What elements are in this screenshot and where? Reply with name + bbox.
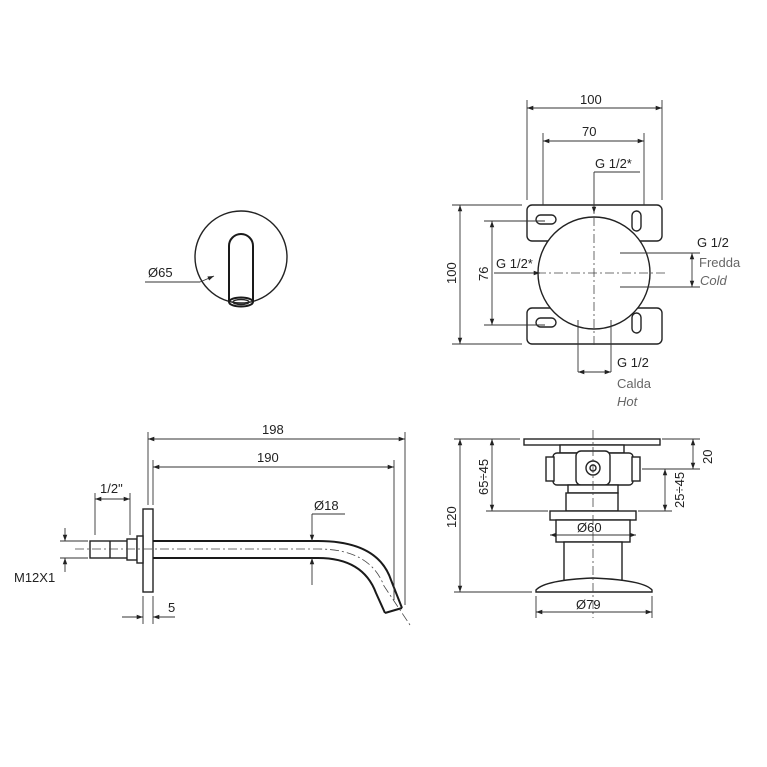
spout-lower-edge <box>153 557 386 614</box>
side-rosette <box>535 577 653 593</box>
label-side-height-120: 120 <box>444 506 459 528</box>
label-width-100: 100 <box>580 92 602 107</box>
label-hot-it: Calda <box>617 376 652 391</box>
side-stem <box>565 492 619 512</box>
front-spout-outlet-inner <box>232 298 250 306</box>
side-inlet-right <box>631 456 641 482</box>
label-spout-diameter: Ø18 <box>314 498 339 513</box>
plate-slot-tl <box>535 214 557 225</box>
thread-nut <box>126 538 138 561</box>
label-side-range-65: 65÷45 <box>476 459 491 495</box>
front-view: Ø65 <box>145 210 288 308</box>
side-mounting-plate <box>523 438 661 446</box>
front-spout-body <box>228 246 254 302</box>
thread-collar <box>136 535 144 564</box>
label-flange-diameter: Ø60 <box>577 520 602 535</box>
spout-outlet <box>384 607 403 614</box>
label-length-190: 190 <box>257 450 279 465</box>
spout-side-view: 198 190 1/2" Ø18 M12X1 5 <box>14 422 411 626</box>
plate-slot-bl <box>535 317 557 328</box>
front-spout-outlet <box>228 296 254 308</box>
label-width-70: 70 <box>582 124 596 139</box>
wall-plate <box>142 508 154 593</box>
label-height-76: 76 <box>476 267 491 281</box>
label-side-range-25: 25÷45 <box>672 472 687 508</box>
front-rosette-circle <box>194 210 288 304</box>
label-thread-metric: M12X1 <box>14 570 55 585</box>
box-top-view: 100 70 G 1/2* 100 76 G 1/2* G 1/2 Fredda… <box>444 92 741 409</box>
label-hot-size: G 1/2 <box>617 355 649 370</box>
spout-upper-edge <box>153 540 403 609</box>
label-length-198: 198 <box>262 422 284 437</box>
plate-slot-tr <box>631 210 642 232</box>
label-cold-size: G 1/2 <box>697 235 729 250</box>
front-spout-top <box>228 233 254 247</box>
plate-slot-br <box>631 312 642 334</box>
box-side-view: 120 65÷45 20 25÷45 Ø60 Ø79 <box>444 430 715 618</box>
label-inlet-left: G 1/2* <box>496 256 533 271</box>
label-rosette-diameter: Ø79 <box>576 597 601 612</box>
label-hot-en: Hot <box>617 394 639 409</box>
label-thread-half: 1/2" <box>100 481 123 496</box>
front-diameter-label: Ø65 <box>148 265 173 280</box>
label-height-100: 100 <box>444 262 459 284</box>
spout-axis <box>75 548 411 626</box>
label-side-top-20: 20 <box>700 450 715 464</box>
label-inlet-top: G 1/2* <box>595 156 632 171</box>
label-plate-thickness: 5 <box>168 600 175 615</box>
side-inlet-left <box>545 456 555 482</box>
label-cold-it: Fredda <box>699 255 741 270</box>
front-diameter-arrow <box>199 275 215 283</box>
label-cold-en: Cold <box>700 273 728 288</box>
